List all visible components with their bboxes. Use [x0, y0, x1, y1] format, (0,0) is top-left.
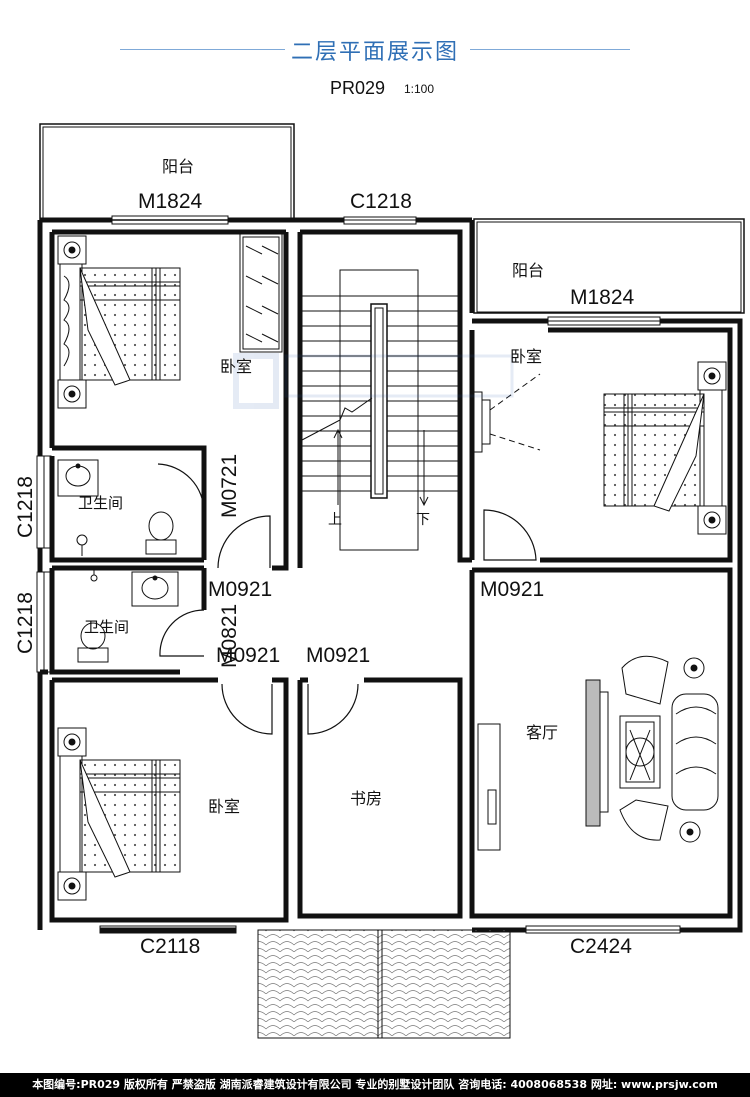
room-bath-2: 卫生间	[84, 618, 129, 636]
plan-code: PR029	[330, 78, 386, 98]
staircase	[300, 269, 460, 551]
stair-down-label: 下	[416, 512, 430, 528]
bed-nw	[57, 235, 181, 409]
room-study: 书房	[350, 789, 382, 808]
room-balcony-top: 阳台	[162, 157, 194, 176]
label-c1218-top: C1218	[350, 190, 412, 213]
label-c1218-left2: C1218	[14, 592, 37, 654]
label-m0921-a: M0921	[208, 578, 272, 601]
plan-scale: 1:100	[404, 82, 435, 96]
door-swings	[157, 462, 537, 735]
room-bedroom-nw: 卧室	[220, 357, 252, 376]
room-bedroom-sw: 卧室	[208, 797, 240, 816]
bathroom-fixtures	[57, 459, 179, 663]
stair-up-label: 上	[328, 512, 342, 528]
windows	[36, 215, 681, 934]
title-rule-right	[470, 49, 630, 50]
room-bedroom-ne: 卧室	[510, 347, 542, 366]
label-m1824-top: M1824	[138, 190, 203, 213]
label-m0921-c: M0921	[216, 644, 280, 667]
watermark-logo	[233, 353, 514, 409]
header: 二层平面展示图 PR029 1:100	[0, 0, 750, 110]
label-m0721: M0721	[218, 454, 241, 518]
label-m1824-right: M1824	[570, 286, 635, 309]
bed-sw	[57, 727, 181, 901]
inner-walls	[49, 229, 733, 923]
entrance-steps	[257, 929, 511, 1039]
label-c1218-left1: C1218	[14, 476, 37, 538]
label-m0921-d: M0921	[306, 644, 370, 667]
label-m0821: M0821	[218, 604, 241, 668]
label-c2424: C2424	[570, 935, 632, 958]
footer-bar: 本图编号:PR029 版权所有 严禁盗版 湖南派睿建筑设计有限公司 专业的别墅设…	[0, 1073, 750, 1097]
label-c2118: C2118	[140, 935, 200, 958]
living-furniture	[477, 655, 719, 851]
page-title: 二层平面展示图	[290, 40, 459, 65]
label-m0921-b: M0921	[480, 578, 544, 601]
wardrobe	[239, 233, 283, 353]
room-living: 客厅	[526, 723, 558, 742]
room-balcony-right: 阳台	[512, 261, 544, 280]
room-bath-1: 卫生间	[78, 494, 123, 512]
bed-ne	[473, 361, 727, 535]
title-rule-left	[120, 49, 285, 50]
